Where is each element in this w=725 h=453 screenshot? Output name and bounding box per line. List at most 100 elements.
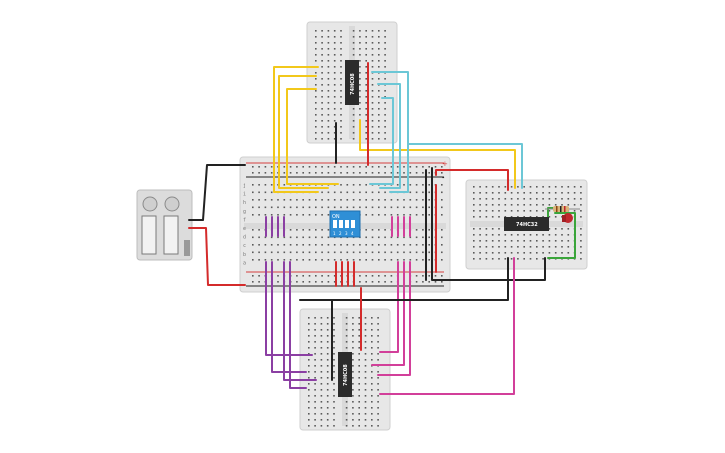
top-board-hole[interactable] [327, 126, 330, 128]
main-board-hole[interactable] [378, 244, 380, 246]
main-board-hole[interactable] [415, 199, 418, 201]
right-board-hole[interactable] [479, 210, 481, 212]
bottom-board-hole[interactable] [364, 335, 367, 337]
main-board-hole[interactable] [289, 199, 292, 201]
main-rail-top-hole[interactable] [315, 166, 317, 168]
main-board-hole[interactable] [308, 251, 311, 254]
right-board-hole[interactable] [580, 240, 582, 242]
bottom-board-hole[interactable] [364, 323, 367, 325]
main-board-hole[interactable] [315, 244, 317, 246]
bottom-board-hole[interactable] [333, 395, 335, 397]
main-board-hole[interactable] [333, 251, 336, 254]
top-board-hole[interactable] [371, 60, 374, 62]
right-board-hole[interactable] [580, 192, 582, 194]
bottom-board-hole[interactable] [314, 353, 316, 355]
top-board-hole[interactable] [371, 90, 374, 92]
main-rail-top-hole[interactable] [340, 172, 342, 174]
bottom-board-hole[interactable] [326, 407, 329, 409]
right-board-hole[interactable] [542, 204, 544, 206]
main-board-hole[interactable] [296, 206, 298, 209]
bottom-board-hole[interactable] [377, 407, 379, 409]
right-board-hole[interactable] [491, 198, 494, 200]
top-board-hole[interactable] [340, 84, 342, 86]
main-board-hole[interactable] [327, 236, 330, 239]
right-board-hole[interactable] [580, 246, 582, 248]
right-board-hole[interactable] [554, 204, 557, 206]
right-board-hole[interactable] [536, 204, 538, 206]
right-board-hole[interactable] [548, 198, 551, 200]
main-board-hole[interactable] [258, 199, 260, 201]
top-board-hole[interactable] [365, 102, 367, 104]
bottom-board-hole[interactable] [364, 389, 367, 391]
main-board-hole[interactable] [359, 244, 361, 246]
main-board-hole[interactable] [289, 251, 292, 254]
main-board-hole[interactable] [390, 199, 393, 201]
main-board-hole[interactable] [308, 259, 311, 261]
main-board-hole[interactable] [258, 259, 260, 261]
top-board-hole[interactable] [321, 42, 323, 44]
top-board-hole[interactable] [333, 102, 336, 104]
chip-bottom-body[interactable] [338, 352, 352, 397]
top-board-hole[interactable] [327, 90, 330, 92]
top-board-hole[interactable] [352, 42, 355, 44]
bottom-board-hole[interactable] [358, 419, 360, 421]
main-rail-top-hole[interactable] [264, 166, 267, 168]
right-board-hole[interactable] [498, 192, 500, 194]
bottom-board-hole[interactable] [371, 335, 373, 337]
bottom-board-hole[interactable] [371, 389, 373, 391]
right-board-hole[interactable] [523, 186, 525, 188]
bottom-board-hole[interactable] [314, 317, 316, 319]
main-board-hole[interactable] [289, 206, 292, 209]
main-board-hole[interactable] [409, 191, 412, 194]
wire-red-battery[interactable] [188, 227, 246, 286]
main-rail-top-hole[interactable] [302, 172, 304, 174]
main-board-hole[interactable] [283, 199, 286, 201]
right-board-hole[interactable] [491, 216, 494, 218]
right-board-hole[interactable] [580, 210, 582, 212]
right-board-hole[interactable] [542, 216, 544, 218]
right-board-hole[interactable] [491, 240, 494, 242]
chip-top-body[interactable] [345, 60, 359, 105]
main-rail-bottom-hole[interactable] [277, 281, 279, 283]
main-board-hole[interactable] [302, 229, 304, 231]
right-board-hole[interactable] [517, 204, 519, 206]
main-board-hole[interactable] [264, 259, 267, 261]
main-board-hole[interactable] [396, 244, 399, 246]
main-board-hole[interactable] [270, 184, 273, 186]
right-board-hole[interactable] [473, 240, 475, 242]
main-board-hole[interactable] [327, 199, 330, 201]
bottom-board-hole[interactable] [320, 419, 323, 421]
main-rail-bottom-hole[interactable] [384, 281, 386, 283]
top-board-hole[interactable] [340, 102, 342, 104]
right-board-hole[interactable] [580, 198, 582, 200]
top-board-hole[interactable] [321, 120, 323, 122]
top-board-hole[interactable] [321, 60, 323, 62]
right-board-hole[interactable] [504, 258, 507, 260]
right-board-hole[interactable] [473, 258, 475, 260]
right-board-hole[interactable] [510, 258, 513, 260]
bottom-board-hole[interactable] [377, 317, 379, 319]
right-board-hole[interactable] [485, 228, 488, 230]
main-board-hole[interactable] [441, 199, 443, 201]
main-board-hole[interactable] [315, 229, 317, 231]
bottom-board-hole[interactable] [345, 425, 348, 427]
main-board-hole[interactable] [371, 199, 374, 201]
main-board-hole[interactable] [252, 184, 254, 186]
right-board-hole[interactable] [536, 216, 538, 218]
right-board-hole[interactable] [548, 204, 551, 206]
main-board-hole[interactable] [283, 244, 286, 246]
bottom-board-hole[interactable] [314, 365, 316, 367]
main-board-hole[interactable] [302, 199, 304, 201]
top-board-hole[interactable] [365, 30, 367, 32]
right-board-hole[interactable] [491, 192, 494, 194]
main-rail-bottom-hole[interactable] [434, 275, 437, 277]
bottom-board-hole[interactable] [320, 347, 323, 349]
main-board-hole[interactable] [289, 229, 292, 231]
bottom-board-hole[interactable] [314, 407, 316, 409]
main-board-hole[interactable] [296, 251, 298, 254]
bottom-board-hole[interactable] [314, 383, 316, 385]
main-board-hole[interactable] [371, 214, 374, 216]
right-board-hole[interactable] [498, 246, 500, 248]
top-board-hole[interactable] [359, 60, 361, 62]
bottom-board-hole[interactable] [377, 395, 379, 397]
